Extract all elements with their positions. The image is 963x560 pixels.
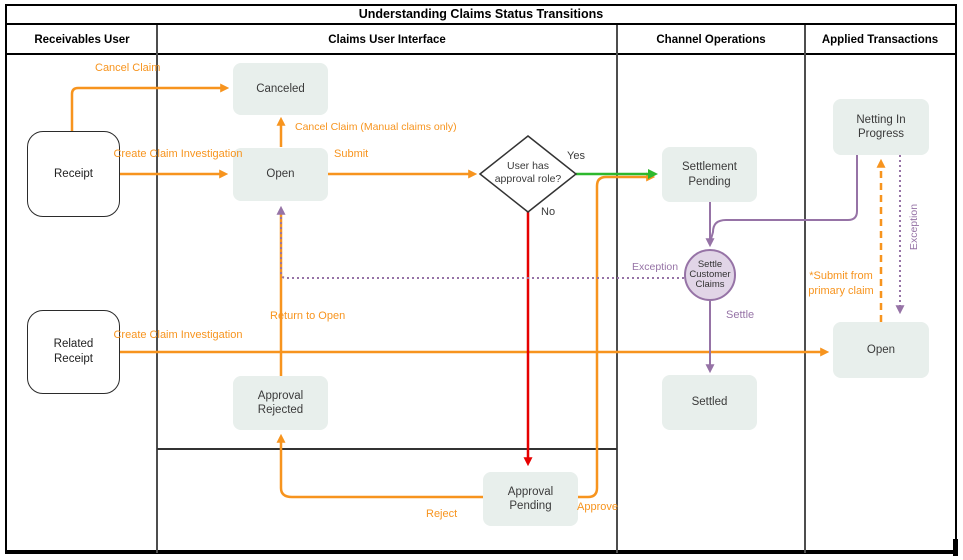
edge-label-yes: Yes xyxy=(567,150,585,162)
lane-header-claims-user-interface: Claims User Interface xyxy=(328,34,446,46)
lane-divider-2 xyxy=(616,25,618,553)
node-open-claims: Open xyxy=(233,148,328,201)
lane-divider-3 xyxy=(804,25,806,553)
edge-label-reject: Reject xyxy=(426,508,458,520)
lane-header-receivables-user: Receivables User xyxy=(34,34,130,46)
node-receipt: Receipt xyxy=(27,131,120,217)
node-canceled: Canceled xyxy=(233,63,328,115)
node-settled: Settled xyxy=(662,375,757,430)
node-related-receipt: Related Receipt xyxy=(27,310,120,394)
edge-label-create-claim-investigation: Create Claim Investigation xyxy=(113,148,243,160)
diagram-title: Understanding Claims Status Transitions xyxy=(5,4,957,25)
edge-label-exception-right: Exception xyxy=(908,203,920,251)
lane-divider-1 xyxy=(156,25,158,553)
edge-label-cancel-claim: Cancel Claim xyxy=(95,62,161,74)
edge-label-submit: Submit xyxy=(334,148,369,160)
lane-header-applied-transactions: Applied Transactions xyxy=(821,34,939,46)
node-open-applied: Open xyxy=(833,322,929,378)
edge-label-no: No xyxy=(541,206,556,218)
node-approval-rejected: Approval Rejected xyxy=(233,376,328,430)
node-netting-in-progress: Netting In Progress xyxy=(833,99,929,155)
lane-header-channel-operations: Channel Operations xyxy=(656,34,766,46)
edge-label-cancel-claim-manual: Cancel Claim (Manual claims only) xyxy=(295,121,457,133)
decision-diamond-label: User has approval role? xyxy=(494,160,562,185)
node-settlement-pending: Settlement Pending xyxy=(662,147,757,202)
lane-header-row xyxy=(5,25,957,55)
node-approval-pending: Approval Pending xyxy=(483,472,578,526)
node-settle-customer-claims: Settle Customer Claims xyxy=(684,249,736,301)
edge-label-approve: Approve xyxy=(577,501,618,513)
diagram-outer-border xyxy=(5,4,957,554)
edge-label-settle: Settle xyxy=(726,309,755,321)
edge-label-exception-left: Exception xyxy=(632,261,679,273)
edge-label-return-to-open: Return to Open xyxy=(270,310,346,322)
bottom-right-border-accent xyxy=(953,539,958,556)
edge-label-create-claim-investigation-related: Create Claim Investigation xyxy=(113,329,243,341)
edge-label-submit-from-primary: *Submit from primary claim xyxy=(808,270,874,297)
inner-horizontal-divider xyxy=(157,448,617,450)
